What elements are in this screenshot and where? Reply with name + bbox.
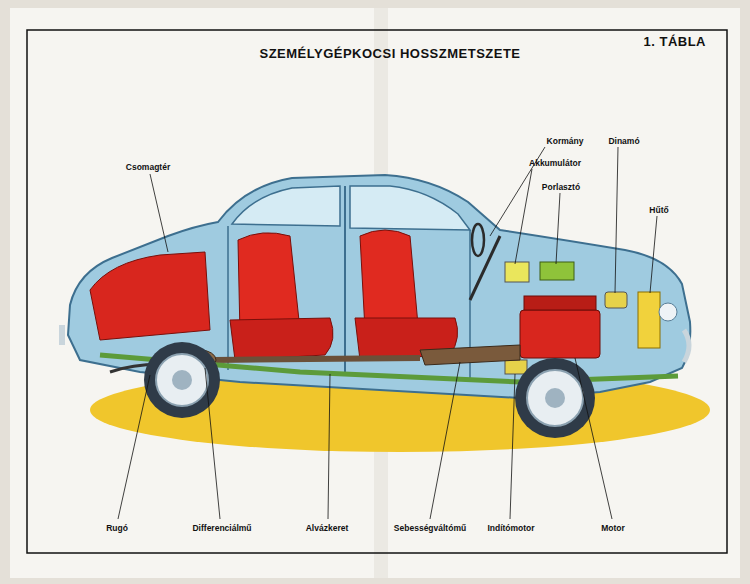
part-label: Hűtő bbox=[649, 205, 668, 215]
frame bbox=[27, 30, 727, 553]
title: 1. TÁBLA bbox=[644, 34, 707, 50]
front-hub bbox=[527, 370, 583, 426]
air-filter bbox=[540, 262, 574, 280]
part-label: Motor bbox=[601, 523, 625, 533]
trunk-interior bbox=[90, 252, 210, 340]
part-label: Porlasztó bbox=[542, 182, 580, 192]
part-label: Differenciálmű bbox=[192, 523, 251, 533]
front-window bbox=[350, 186, 470, 230]
dynamo bbox=[605, 292, 627, 308]
title: SZEMÉLYGÉPKOCSI HOSSZMETSZETE bbox=[259, 46, 520, 62]
engine-block bbox=[520, 310, 600, 358]
battery bbox=[505, 262, 529, 282]
front-wheel bbox=[515, 358, 595, 438]
front-hub-cap bbox=[545, 388, 565, 408]
steering-column bbox=[470, 236, 500, 300]
drive-shaft bbox=[215, 358, 420, 360]
radiator bbox=[638, 292, 660, 348]
rear-hub-cap bbox=[172, 370, 192, 390]
rear-seat-cushion bbox=[230, 318, 333, 360]
rear-hub bbox=[156, 354, 208, 406]
gearbox bbox=[420, 345, 520, 365]
part-label: Kormány bbox=[547, 136, 584, 146]
rear-bumper bbox=[59, 325, 65, 345]
steering-wheel bbox=[472, 224, 484, 256]
headlight bbox=[659, 303, 677, 321]
cylinder-head bbox=[524, 296, 596, 310]
part-label: Sebességváltómű bbox=[394, 523, 466, 533]
front-bumper bbox=[684, 330, 689, 362]
part-label: Akkumulátor bbox=[529, 158, 581, 168]
rear-window bbox=[232, 186, 340, 226]
part-label: Dinamó bbox=[608, 136, 639, 146]
part-label: Rugó bbox=[106, 523, 128, 533]
door-line bbox=[227, 226, 229, 370]
part-label: Alvázkeret bbox=[306, 523, 349, 533]
starter bbox=[505, 360, 527, 374]
part-label: Csomagtér bbox=[126, 162, 170, 172]
leader-lines bbox=[118, 147, 657, 519]
page bbox=[10, 8, 740, 578]
door-pillar bbox=[344, 186, 346, 375]
part-label: Indítómotor bbox=[487, 523, 534, 533]
